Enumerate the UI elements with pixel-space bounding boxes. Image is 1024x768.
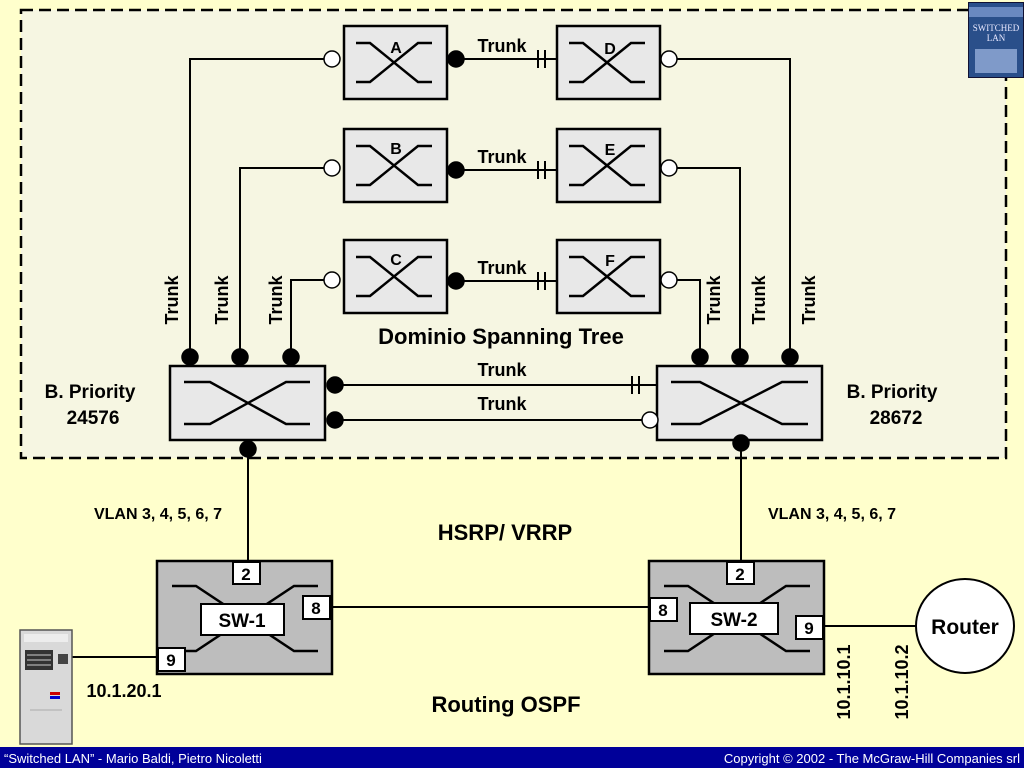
router[interactable]: Router	[915, 578, 1015, 674]
book-title-line1: SWITCHED	[972, 23, 1020, 33]
switch-a-label: A	[390, 40, 402, 57]
sw1-port-right: 8	[311, 599, 320, 618]
switch-e-label: E	[605, 142, 616, 159]
sw2-port-right: 9	[804, 619, 813, 638]
switch-b[interactable]: B	[342, 127, 449, 204]
router-ip-label: 10.1.10.2	[892, 644, 912, 719]
switch-sw2[interactable]: SW-2 2 8 9	[647, 559, 826, 676]
link-right-e	[670, 167, 741, 356]
trunk-label-c-f: Trunk	[477, 258, 527, 278]
trunk-label-left-c: Trunk	[266, 275, 286, 325]
book-cover-stripe	[969, 7, 1023, 17]
footer-bar: “Switched LAN” - Mario Baldi, Pietro Nic…	[0, 747, 1024, 768]
vlan-left-label: VLAN 3, 4, 5, 6, 7	[94, 506, 222, 523]
footer-left-text: “Switched LAN” - Mario Baldi, Pietro Nic…	[4, 751, 262, 766]
switch-sw1[interactable]: SW-1 2 8 9	[155, 559, 334, 676]
host-server-icon[interactable]	[19, 629, 73, 745]
routing-label: Routing OSPF	[431, 692, 580, 717]
link-left-b	[239, 167, 331, 356]
core-switch-left[interactable]	[168, 364, 327, 442]
sw2-name: SW-2	[710, 610, 757, 631]
port-dots	[181, 50, 799, 458]
switch-c-label: C	[390, 252, 402, 269]
sw1-port-left: 9	[166, 651, 175, 670]
left-priority-value: 24576	[67, 408, 120, 429]
domain-label: Dominio Spanning Tree	[378, 324, 624, 349]
trunk-label-right-d: Trunk	[799, 275, 819, 325]
hsrp-label: HSRP/ VRRP	[438, 520, 572, 545]
trunk-label-b-e: Trunk	[477, 147, 527, 167]
link-left-c	[290, 279, 331, 356]
right-priority-value: 28672	[870, 408, 923, 429]
links	[70, 58, 916, 658]
trunk-label-core-1: Trunk	[477, 360, 527, 380]
sw1-name: SW-1	[218, 611, 266, 632]
sw2-port-top: 2	[735, 565, 744, 584]
switch-f[interactable]: F	[555, 238, 662, 315]
link-right-d	[670, 58, 791, 356]
switch-a[interactable]: A	[342, 24, 449, 101]
switch-c[interactable]: C	[342, 238, 449, 315]
link-right-f	[670, 279, 701, 356]
trunk-label-right-e: Trunk	[749, 275, 769, 325]
trunk-label-core-2: Trunk	[477, 394, 527, 414]
vlan-right-label: VLAN 3, 4, 5, 6, 7	[768, 506, 896, 523]
core-switch-right[interactable]	[655, 364, 824, 442]
sw1-port-top: 2	[241, 565, 250, 584]
host-ip-label: 10.1.20.1	[86, 681, 161, 701]
switch-e[interactable]: E	[555, 127, 662, 204]
link-left-a	[189, 58, 331, 356]
sw2-port-left: 8	[658, 601, 667, 620]
switch-d-label: D	[604, 41, 616, 58]
switch-d[interactable]: D	[555, 24, 662, 101]
trunk-label-a-d: Trunk	[477, 36, 527, 56]
blocked-port-markers	[537, 50, 640, 394]
trunk-label-left-b: Trunk	[212, 275, 232, 325]
switch-f-label: F	[605, 253, 615, 270]
switch-b-label: B	[390, 141, 402, 158]
right-priority-title: B. Priority	[847, 382, 938, 403]
trunk-label-right-f: Trunk	[704, 275, 724, 325]
footer-right-text: Copyright © 2002 - The McGraw-Hill Compa…	[723, 751, 1020, 766]
trunk-label-left-a: Trunk	[162, 275, 182, 325]
left-priority-title: B. Priority	[45, 382, 136, 403]
book-title-line2: LAN	[986, 33, 1006, 43]
book-cover-panel	[975, 49, 1017, 73]
sw2-ip-label: 10.1.10.1	[834, 644, 854, 719]
router-label: Router	[931, 616, 999, 639]
